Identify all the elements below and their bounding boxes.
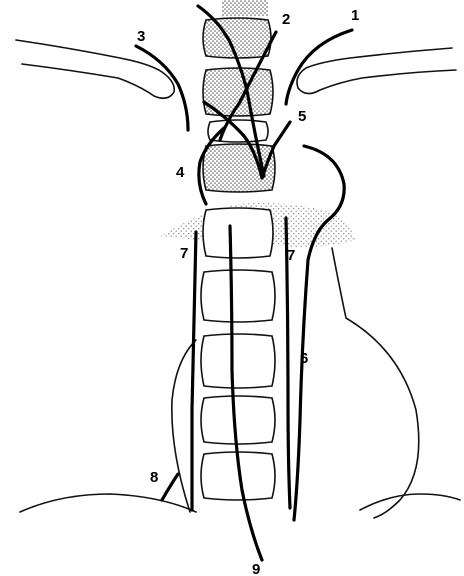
label-5: 5 — [298, 108, 306, 125]
left-diaphragm-curve — [20, 494, 196, 512]
label-9: 9 — [252, 561, 260, 576]
label-8: 8 — [150, 469, 158, 486]
left-clavicle — [16, 40, 174, 98]
right-diaphragm-curve — [360, 494, 460, 510]
label-6: 6 — [300, 350, 308, 367]
line-7-left — [192, 232, 196, 510]
line-3 — [136, 46, 188, 130]
line-6 — [294, 146, 344, 520]
right-clavicle — [297, 48, 456, 94]
vertebra-6 — [201, 270, 275, 322]
right-chest-outline — [332, 248, 419, 518]
line-8 — [162, 474, 178, 500]
vertebra-1 — [203, 18, 271, 58]
vertebral-column — [201, 18, 275, 500]
vertebra-5 — [203, 208, 273, 258]
label-3: 3 — [137, 28, 145, 45]
label-4: 4 — [176, 164, 185, 181]
vertebra-7 — [201, 334, 275, 388]
vertebra-8 — [201, 396, 275, 444]
line-1 — [286, 30, 352, 104]
label-2: 2 — [282, 11, 290, 28]
label-7-right: 7 — [287, 247, 295, 264]
label-1: 1 — [351, 7, 359, 24]
label-7-left: 7 — [180, 245, 188, 262]
